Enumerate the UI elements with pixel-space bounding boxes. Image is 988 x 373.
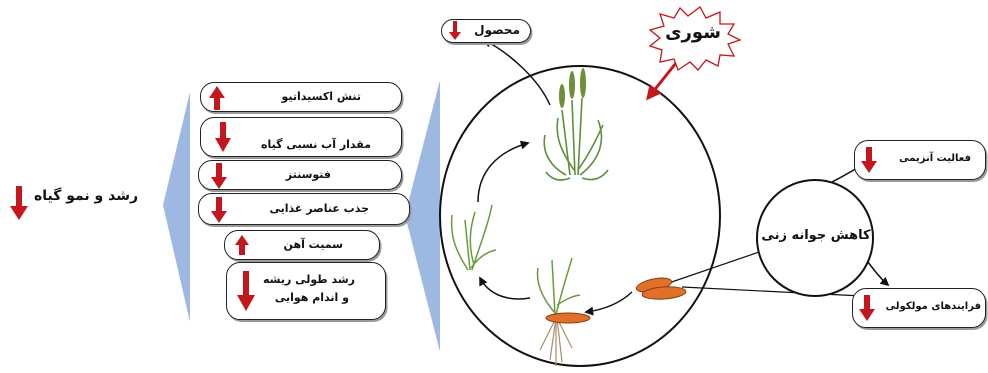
seedling-seed — [546, 313, 590, 323]
seedling — [538, 258, 580, 315]
down-arrow-icon — [861, 147, 877, 173]
root-shoot-growth-label: رشد طولی ریشه — [263, 273, 355, 286]
cycle-arrow-young-to-mature — [478, 143, 528, 202]
up-arrow-icon — [209, 86, 225, 110]
up-arrow-icon — [235, 235, 249, 255]
arrow-to-molecular — [868, 262, 888, 285]
callout-trapezoid — [163, 92, 190, 322]
connector-seed-to-germination — [660, 250, 765, 286]
yield-box: محصول — [441, 19, 531, 43]
molecular-processes-box: فرایندهای مولکولی — [852, 288, 986, 328]
down-arrow-icon — [10, 186, 28, 220]
photosynthesis-label: فتوسنتز — [286, 168, 331, 181]
callout-pointer — [405, 80, 440, 352]
nutrient-uptake-label: جذب عناصر غذایی — [270, 202, 370, 215]
germination-label: کاهش جوانه زنی — [760, 228, 872, 243]
growth-title: رشد و نمو گیاه — [34, 188, 138, 204]
oxidative-stress-box: تنش اکسیداتیو — [200, 82, 402, 112]
enzyme-activity-label: فعالیت آنزیمی — [899, 153, 971, 164]
down-arrow-icon — [448, 21, 462, 41]
iron-toxicity-box: سمیت آهن — [224, 230, 380, 260]
molecular-processes-label: فرایندهای مولکولی — [886, 301, 981, 312]
down-arrow-icon — [237, 271, 255, 311]
root-shoot-growth-label-2: و اندام هوایی — [275, 291, 349, 304]
mature-plant — [544, 98, 608, 180]
photosynthesis-box: فتوسنتز — [198, 160, 402, 190]
roots — [540, 318, 572, 366]
root-shoot-growth-box: رشد طولی ریشه و اندام هوایی — [226, 262, 386, 320]
down-arrow-icon — [211, 163, 227, 189]
yield-label: محصول — [474, 23, 520, 37]
down-arrow-icon — [859, 295, 875, 321]
cycle-arrow-seedling-to-young — [480, 278, 530, 299]
relative-water-label: مقدار آب نسبی گیاه — [261, 138, 371, 151]
oxidative-stress-label: تنش اکسیداتیو — [282, 90, 362, 103]
enzyme-activity-box: فعالیت آنزیمی — [854, 140, 986, 180]
nutrient-uptake-box: جذب عناصر غذایی — [198, 193, 410, 225]
relative-water-box: مقدار آب نسبی گیاه — [200, 117, 402, 157]
cycle-arrow-seed-to-seedling — [586, 292, 632, 312]
salinity-label: شوری — [660, 22, 726, 43]
down-arrow-icon — [211, 197, 227, 223]
iron-toxicity-label: سمیت آهن — [284, 238, 343, 251]
down-arrow-icon — [215, 122, 231, 152]
young-plant — [452, 205, 496, 270]
